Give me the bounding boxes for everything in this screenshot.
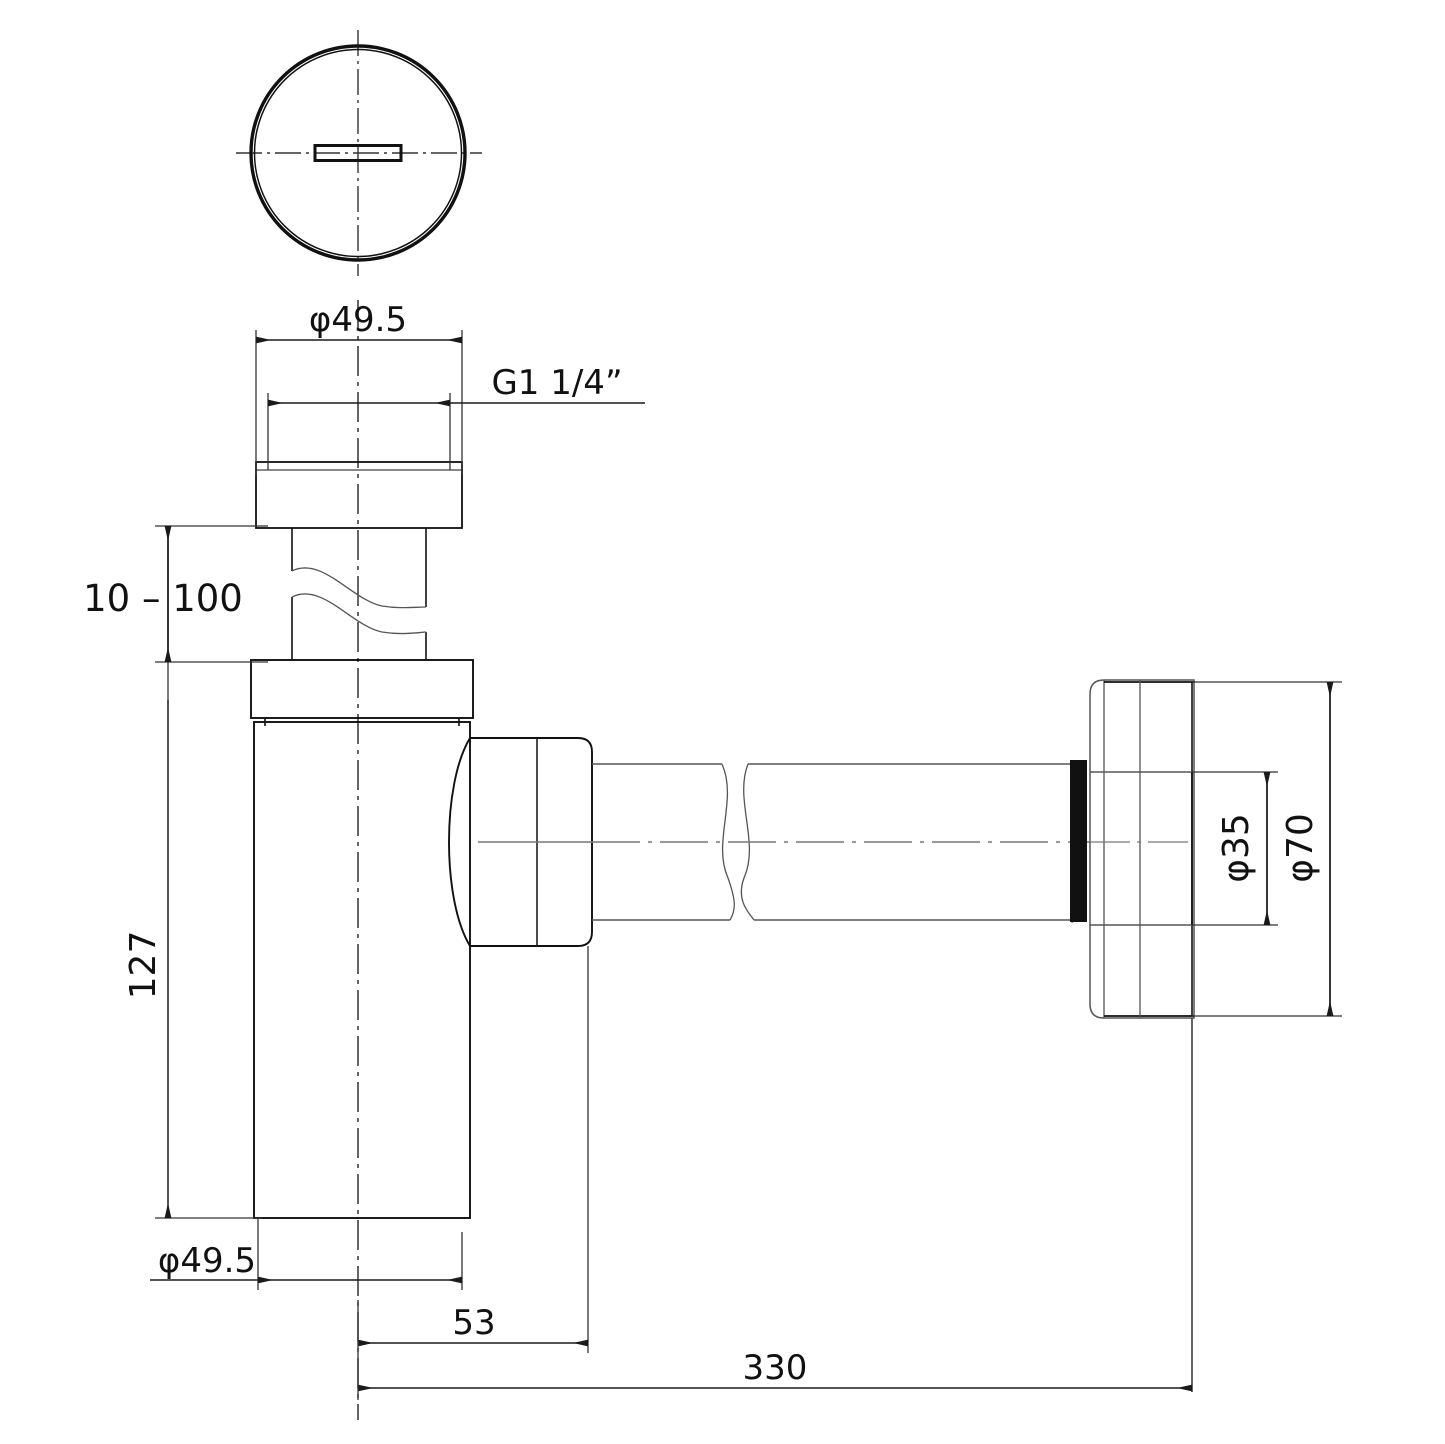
gasket-seal-body	[1070, 760, 1087, 922]
tail-pipe-break-curve-lower	[291, 593, 427, 635]
dim-adjustable-height: 10 – 100	[83, 525, 268, 700]
dim-flange-diameter-label: φ70	[1280, 813, 1321, 883]
outlet-pipe-break-curve-left	[721, 763, 735, 921]
dim-body-diameter: φ49.5	[150, 1218, 463, 1290]
dim-outlet-bore-label: φ35	[1216, 813, 1257, 883]
dim-body-height-label: 127	[123, 931, 164, 1000]
bottle-body	[253, 718, 471, 1219]
dim-flange-diameter: φ70	[1192, 681, 1342, 1017]
dim-top-diameter-label: φ49.5	[309, 300, 407, 340]
collar-ring	[250, 659, 474, 719]
dim-outlet-offset: 53	[358, 946, 589, 1353]
top-flange	[255, 461, 463, 529]
dim-body-diameter-label: φ49.5	[158, 1241, 256, 1281]
dim-total-length: 330	[357, 1300, 1192, 1400]
top-view-inner-circle	[253, 48, 463, 258]
tail-pipe-break-curve-upper	[291, 567, 427, 609]
dim-top-diameter: φ49.5	[255, 300, 463, 475]
dim-thread: G1 1/4”	[267, 363, 645, 470]
top-view-slot	[313, 144, 403, 162]
top-view-group	[236, 30, 482, 276]
dim-outlet-bore: φ35	[1192, 771, 1278, 926]
dim-total-length-label: 330	[743, 1348, 808, 1388]
top-view-outer-circle	[249, 44, 467, 262]
dim-outlet-offset-label: 53	[452, 1303, 495, 1343]
outlet-pipe-break-curve-right	[740, 763, 755, 921]
dim-adjustable-height-label: 10 – 100	[83, 577, 243, 620]
outlet-pipe	[478, 763, 1090, 921]
dim-body-height: 127	[123, 700, 262, 1219]
outlet-fitting-outline	[448, 737, 593, 947]
collar-outline	[250, 659, 474, 719]
bottle-body-outline	[253, 721, 471, 1219]
wall-flange-plate	[1089, 679, 1195, 1392]
dim-thread-label: G1 1/4”	[491, 363, 622, 403]
top-flange-body	[255, 461, 463, 529]
tail-pipe	[291, 528, 427, 660]
